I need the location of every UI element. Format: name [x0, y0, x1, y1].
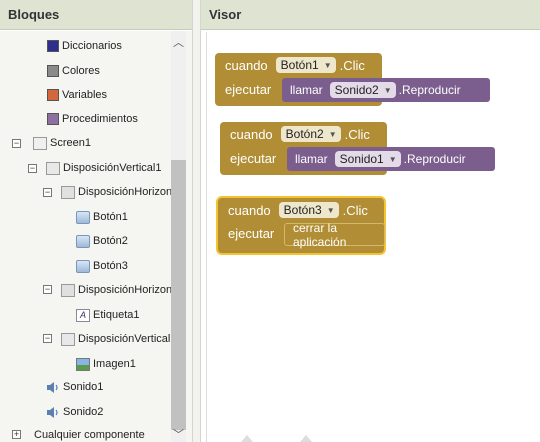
tree-item-vertical1[interactable]: DisposiciónVertical1: [46, 158, 161, 178]
tree-item-label: Botón3: [93, 260, 128, 272]
when-keyword: cuando: [228, 202, 271, 218]
do-keyword: ejecutar: [228, 226, 275, 241]
tree-item-sonido2[interactable]: Sonido2: [46, 402, 103, 422]
viewer-panel-header: Visor: [201, 0, 540, 30]
when-keyword: cuando: [230, 126, 273, 142]
vertical-arrangement-icon: [46, 161, 60, 175]
component-name: Botón2: [285, 127, 324, 141]
horizontal-arrangement-icon: [61, 283, 75, 297]
scroll-up-icon[interactable]: ︿: [173, 37, 184, 49]
dropdown-arrow-icon: ▼: [383, 85, 392, 95]
dropdown-arrow-icon: ▼: [388, 154, 397, 164]
screen-icon: [33, 136, 47, 150]
tree-item-label: Sonido2: [63, 406, 104, 418]
collapse-toggle-icon[interactable]: −: [43, 187, 52, 197]
component-name: Sonido1: [339, 152, 384, 166]
tree-item-boton3[interactable]: Botón3: [76, 256, 128, 276]
tree-item-label: DisposiciónHorizon: [78, 284, 173, 296]
button-icon: [76, 234, 90, 248]
panel-divider[interactable]: [192, 0, 201, 442]
tree-item-label: DisposiciónVertical1: [63, 162, 162, 174]
dropdown-arrow-icon: ▼: [323, 60, 332, 70]
procedures-swatch-icon: [47, 113, 59, 125]
tree-scrollbar-thumb[interactable]: [171, 160, 186, 430]
method-name: .Reproducir: [398, 83, 461, 97]
component-name: Botón3: [283, 203, 322, 217]
component-name: Botón1: [280, 58, 319, 72]
dropdown-arrow-icon: ▼: [328, 129, 337, 139]
do-keyword: ejecutar: [225, 82, 272, 97]
call-block-sonido2-play[interactable]: llamar Sonido2 ▼ .Reproducir: [282, 78, 490, 102]
component-dropdown[interactable]: Botón2 ▼: [280, 126, 341, 142]
tree-item-vertical2[interactable]: DisposiciónVertical: [61, 329, 170, 349]
tree-item-procedimientos[interactable]: Procedimientos: [47, 109, 138, 129]
variables-swatch-icon: [47, 89, 59, 101]
tree-item-horizontal1[interactable]: DisposiciónHorizon: [61, 182, 172, 202]
collapse-toggle-icon[interactable]: −: [12, 138, 21, 148]
call-keyword: llamar: [290, 83, 323, 97]
workspace-zoom-hint-icon: [300, 435, 312, 442]
tree-item-any-component[interactable]: Cualquier componente: [31, 425, 145, 442]
button-icon: [76, 259, 90, 273]
component-dropdown[interactable]: Sonido1 ▼: [334, 151, 401, 167]
collapse-toggle-icon[interactable]: −: [43, 333, 52, 343]
workspace-trash-hint-icon: [241, 435, 253, 442]
do-keyword: ejecutar: [230, 151, 277, 166]
collapse-toggle-icon[interactable]: −: [28, 163, 37, 173]
component-dropdown[interactable]: Sonido2 ▼: [329, 82, 396, 98]
vertical-arrangement-icon: [61, 332, 75, 346]
close-application-block[interactable]: cerrar la aplicación: [284, 220, 385, 249]
dropdown-arrow-icon: ▼: [326, 205, 335, 215]
tree-item-label: Imagen1: [93, 358, 136, 370]
colors-swatch-icon: [47, 65, 59, 77]
tree-item-sonido1[interactable]: Sonido1: [46, 377, 103, 397]
scroll-down-icon[interactable]: ﹀: [173, 429, 184, 441]
tree-item-label: Diccionarios: [62, 40, 122, 52]
event-name: .Clic: [342, 202, 368, 218]
tree-item-label: Botón2: [93, 235, 128, 247]
method-name: .Reproducir: [403, 152, 466, 166]
event-name: .Clic: [339, 57, 365, 73]
tree-item-label: Etiqueta1: [93, 309, 140, 321]
tree-item-label: Cualquier componente: [34, 429, 145, 441]
horizontal-arrangement-icon: [61, 185, 75, 199]
tree-item-diccionarios[interactable]: Diccionarios: [47, 36, 122, 56]
close-application-label: cerrar la aplicación: [293, 220, 347, 249]
speaker-icon: [47, 406, 58, 418]
label-icon: A: [76, 308, 90, 322]
tree-item-label: DisposiciónVertical: [78, 333, 171, 345]
component-dropdown[interactable]: Botón3 ▼: [278, 202, 339, 218]
call-block-sonido1-play[interactable]: llamar Sonido1 ▼ .Reproducir: [287, 147, 495, 171]
expand-toggle-icon[interactable]: +: [12, 429, 21, 439]
component-name: Sonido2: [334, 83, 379, 97]
tree-item-boton2[interactable]: Botón2: [76, 231, 128, 251]
tree-item-etiqueta1[interactable]: A Etiqueta1: [76, 305, 139, 325]
workspace-canvas[interactable]: [206, 32, 540, 442]
blocks-panel-header: Bloques: [0, 0, 192, 30]
tree-item-label: Screen1: [50, 137, 91, 149]
speaker-icon: [47, 381, 58, 393]
blocks-tree: Diccionarios Colores Variables Procedimi…: [0, 31, 192, 442]
when-keyword: cuando: [225, 57, 268, 73]
event-name: .Clic: [344, 126, 370, 142]
tree-item-label: DisposiciónHorizon: [78, 186, 173, 198]
call-keyword: llamar: [295, 152, 328, 166]
dictionaries-swatch-icon: [47, 40, 59, 52]
image-icon: [76, 357, 90, 371]
tree-item-horizontal2[interactable]: DisposiciónHorizon: [61, 280, 172, 300]
collapse-toggle-icon[interactable]: −: [43, 284, 52, 294]
component-dropdown[interactable]: Botón1 ▼: [275, 57, 336, 73]
tree-item-label: Procedimientos: [62, 113, 138, 125]
tree-item-label: Variables: [62, 89, 108, 101]
tree-item-boton1[interactable]: Botón1: [76, 207, 128, 227]
tree-item-imagen1[interactable]: Imagen1: [76, 354, 136, 374]
tree-item-label: Colores: [62, 65, 100, 77]
tree-item-screen1[interactable]: Screen1: [33, 133, 91, 153]
button-icon: [76, 210, 90, 224]
tree-item-label: Botón1: [93, 211, 128, 223]
tree-item-variables[interactable]: Variables: [47, 85, 107, 105]
tree-item-label: Sonido1: [63, 381, 104, 393]
tree-item-colores[interactable]: Colores: [47, 61, 100, 81]
